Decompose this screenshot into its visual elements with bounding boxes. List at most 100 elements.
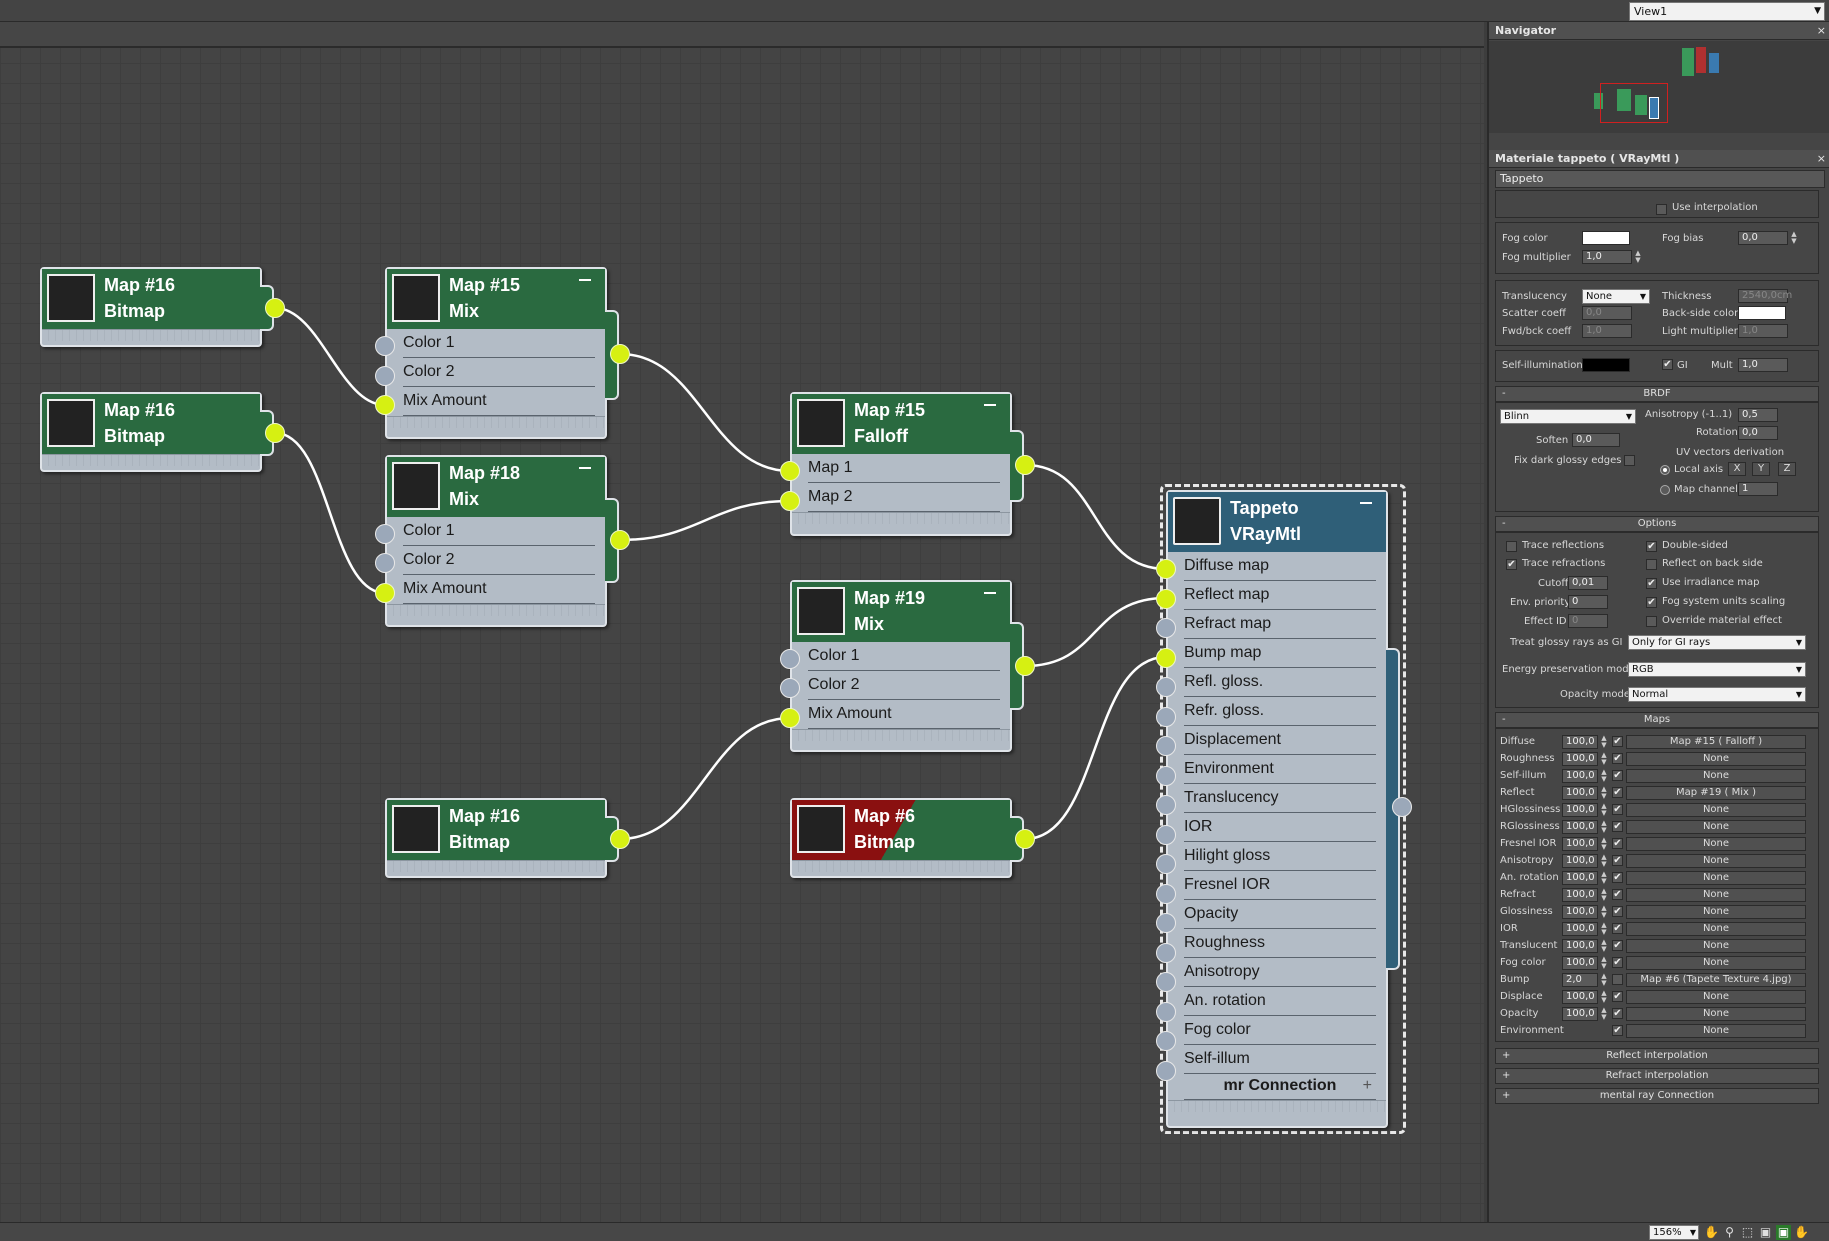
input-socket[interactable]	[1156, 972, 1176, 992]
thickness-input[interactable]: 2540,0cm	[1738, 289, 1792, 303]
map-row-amount[interactable]: 2,0	[1562, 973, 1598, 987]
spinner-icon[interactable]: ▲▼	[1601, 938, 1607, 953]
slot-fog-color[interactable]: Fog color	[1184, 1016, 1376, 1045]
pan-hand-icon[interactable]: ✋	[1704, 1225, 1719, 1239]
collapse-icon[interactable]	[1360, 502, 1372, 504]
navigator-viewport-rect[interactable]	[1600, 83, 1668, 123]
map-slot-button[interactable]: None	[1626, 956, 1806, 970]
node-map15-mix[interactable]: Map #15 Mix Color 1 Color 2 Mix Amount	[385, 267, 607, 439]
close-icon[interactable]: ×	[1816, 24, 1826, 37]
spinner-icon[interactable]: ▲▼	[1601, 785, 1607, 800]
input-socket[interactable]	[1156, 677, 1176, 697]
map-row-amount[interactable]: 100,0	[1562, 888, 1598, 902]
output-socket[interactable]	[1015, 656, 1035, 676]
map-row-amount[interactable]: 100,0	[1562, 939, 1598, 953]
navigator-preview[interactable]	[1489, 41, 1829, 133]
node-header[interactable]: Map #16 Bitmap	[42, 394, 260, 454]
axis-x-button[interactable]: X	[1728, 462, 1746, 476]
spinner-icon[interactable]: ▲▼	[1601, 734, 1607, 749]
spinner-icon[interactable]: ▲▼	[1601, 1006, 1607, 1021]
self-illumination-swatch[interactable]	[1582, 358, 1630, 372]
map-channel-radio[interactable]	[1660, 485, 1670, 495]
input-socket-map-2[interactable]	[780, 491, 800, 511]
light-multiplier-input[interactable]: 1,0	[1738, 324, 1788, 338]
map-row-checkbox[interactable]: ✔	[1612, 957, 1623, 968]
double-sided-checkbox[interactable]: ✔	[1646, 541, 1657, 552]
input-socket-color-1[interactable]	[375, 336, 395, 356]
input-socket-color-1[interactable]	[375, 524, 395, 544]
node-header[interactable]: Map #15 Falloff	[792, 394, 1010, 454]
map-row-checkbox[interactable]: ✔	[1612, 923, 1623, 934]
spinner-icon[interactable]: ▲▼	[1601, 819, 1607, 834]
energy-select[interactable]: RGB▼	[1628, 662, 1806, 677]
slot-color-2[interactable]: Color 2	[403, 358, 595, 387]
map-row-checkbox[interactable]: ✔	[1612, 906, 1623, 917]
spinner-icon[interactable]: ▲▼	[1601, 955, 1607, 970]
map-slot-button[interactable]: None	[1626, 871, 1806, 885]
input-socket[interactable]	[1156, 942, 1176, 963]
slot-translucency[interactable]: Translucency	[1184, 784, 1376, 813]
slot-refr-gloss[interactable]: Refr. gloss.	[1184, 697, 1376, 726]
input-socket-mix-amount[interactable]	[375, 583, 395, 603]
slot-refract-map[interactable]: Refract map	[1184, 610, 1376, 639]
trace-reflections-checkbox[interactable]	[1506, 541, 1517, 552]
override-checkbox[interactable]	[1646, 616, 1657, 627]
brdf-type-select[interactable]: Blinn▼	[1500, 409, 1636, 424]
map-row-checkbox[interactable]: ✔	[1612, 855, 1623, 866]
fog-bias-input[interactable]: 0,0	[1738, 231, 1788, 245]
slot-color-1[interactable]: Color 1	[403, 517, 595, 546]
node-map16-bitmap-b[interactable]: Map #16 Bitmap	[40, 392, 262, 472]
map-row-checkbox[interactable]: ✔	[1612, 1025, 1623, 1036]
map-row-checkbox[interactable]: ✔	[1612, 753, 1623, 764]
map-slot-button[interactable]: None	[1626, 854, 1806, 868]
slot-color-1[interactable]: Color 1	[808, 642, 1000, 671]
node-map16-bitmap-c[interactable]: Map #16 Bitmap	[385, 798, 607, 878]
map-row-amount[interactable]: 100,0	[1562, 803, 1598, 817]
fog-multiplier-input[interactable]: 1,0	[1582, 250, 1632, 264]
slot-ior[interactable]: IOR	[1184, 813, 1376, 842]
input-socket-map-1[interactable]	[780, 461, 800, 481]
maps-rollout-header[interactable]: -Maps	[1495, 712, 1819, 728]
slot-color-2[interactable]: Color 2	[403, 546, 595, 575]
slot-opacity[interactable]: Opacity	[1184, 900, 1376, 929]
output-socket[interactable]	[610, 344, 630, 364]
slot-bump-map[interactable]: Bump map	[1184, 639, 1376, 668]
slot-mix-amount[interactable]: Mix Amount	[808, 700, 1000, 729]
map-slot-button[interactable]: Map #6 (Tapete Texture 4.jpg)	[1626, 973, 1806, 987]
output-socket[interactable]	[610, 829, 630, 849]
spinner-icon[interactable]: ▲▼	[1601, 904, 1607, 919]
map-row-amount[interactable]: 100,0	[1562, 871, 1598, 885]
input-socket[interactable]	[1156, 647, 1176, 668]
env-priority-input[interactable]: 0	[1568, 595, 1608, 609]
map-slot-button[interactable]: Map #15 ( Falloff )	[1626, 735, 1806, 749]
node-header[interactable]: Map #6 Bitmap	[792, 800, 1010, 860]
trace-refractions-checkbox[interactable]: ✔	[1506, 559, 1517, 570]
node-header[interactable]: Map #16 Bitmap	[387, 800, 605, 860]
node-map6-bitmap[interactable]: Map #6 Bitmap	[790, 798, 1012, 878]
map-row-checkbox[interactable]: ✔	[1612, 940, 1623, 951]
map-row-amount[interactable]: 100,0	[1562, 735, 1598, 749]
pan-to-selected-icon[interactable]: ✋	[1794, 1225, 1809, 1239]
map-row-amount[interactable]: 100,0	[1562, 786, 1598, 800]
options-rollout-header[interactable]: -Options	[1495, 516, 1819, 532]
map-row-checkbox[interactable]: ✔	[1612, 872, 1623, 883]
map-row-amount[interactable]: 100,0	[1562, 820, 1598, 834]
output-socket[interactable]	[1015, 829, 1035, 849]
slot-hilight-gloss[interactable]: Hilight gloss	[1184, 842, 1376, 871]
slot-color-1[interactable]: Color 1	[403, 329, 595, 358]
map-channel-input[interactable]: 1	[1738, 482, 1778, 496]
input-socket[interactable]	[1156, 795, 1176, 815]
map-row-checkbox[interactable]: ✔	[1612, 804, 1623, 815]
map-row-checkbox[interactable]: ✔	[1612, 770, 1623, 781]
map-slot-button[interactable]: None	[1626, 752, 1806, 766]
spinner-icon[interactable]: ▲▼	[1791, 230, 1797, 245]
input-socket-color-2[interactable]	[375, 553, 395, 573]
map-slot-button[interactable]: None	[1626, 922, 1806, 936]
node-map16-bitmap-a[interactable]: Map #16 Bitmap	[40, 267, 262, 347]
use-interpolation-checkbox[interactable]	[1656, 204, 1667, 215]
input-socket[interactable]	[1156, 559, 1176, 579]
node-map18-mix[interactable]: Map #18 Mix Color 1 Color 2 Mix Amount	[385, 455, 607, 627]
slot-self-illum[interactable]: Self-illum	[1184, 1045, 1376, 1074]
fog-units-checkbox[interactable]: ✔	[1646, 597, 1657, 608]
gi-checkbox[interactable]: ✔	[1662, 359, 1673, 370]
